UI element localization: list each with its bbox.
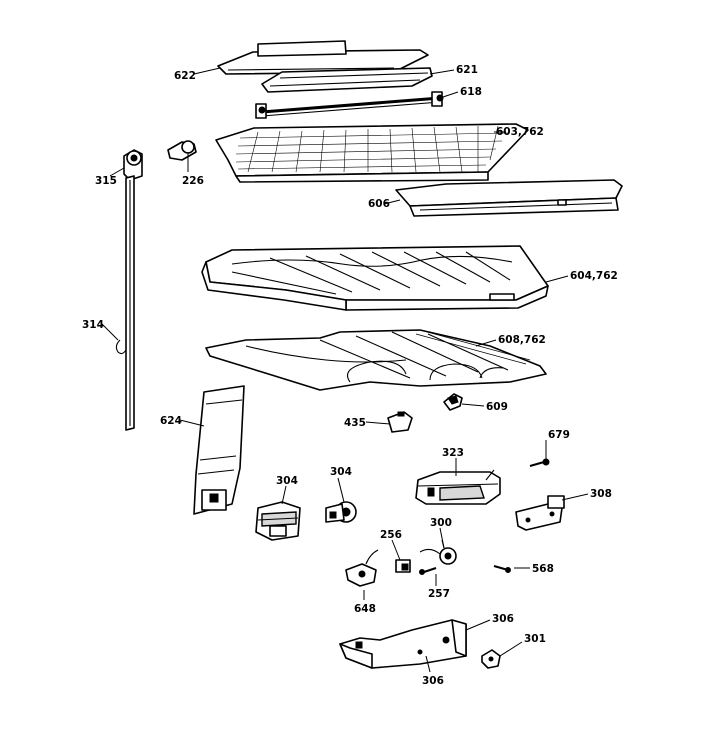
callout-435: 435: [344, 417, 366, 429]
part-257-screw: [419, 567, 437, 575]
part-256-connector: [395, 559, 411, 573]
part-648-capacitor: [345, 549, 379, 587]
part-679-screw: [529, 458, 550, 467]
part-435-clip: [387, 411, 413, 433]
callout-314: 314: [82, 319, 104, 331]
part-226-pin: [167, 140, 197, 161]
part-604-frame: [201, 245, 549, 311]
callout-621: 621: [456, 64, 478, 76]
callout-606: 606: [368, 198, 390, 210]
callout-604-762: 604,762: [570, 270, 618, 282]
part-618-rod: [255, 91, 444, 119]
part-300-thermostat: [419, 539, 457, 565]
callout-256: 256: [380, 529, 402, 541]
callout-624: 624: [160, 415, 182, 427]
callout-323: 323: [442, 447, 464, 459]
part-624-duct: [193, 385, 245, 515]
part-308-bracket: [515, 495, 565, 531]
callout-622: 622: [174, 70, 196, 82]
part-314-rod: [115, 175, 135, 431]
part-609-clip: [443, 393, 463, 411]
callout-609: 609: [486, 401, 508, 413]
callout-618: 618: [460, 86, 482, 98]
part-603-shelf: [215, 123, 529, 183]
part-621-rail: [261, 67, 433, 93]
part-568-screw: [493, 565, 511, 573]
callout-603-762: 603,762: [496, 126, 544, 138]
part-315-hinge: [123, 149, 143, 181]
callout-648: 648: [354, 603, 376, 615]
callout-304-left: 304: [276, 475, 298, 487]
part-304-motor: [325, 501, 357, 523]
part-301-nut: [481, 649, 501, 669]
callout-257: 257: [428, 588, 450, 600]
part-323-control: [415, 469, 501, 505]
callout-315: 315: [95, 175, 117, 187]
callout-679: 679: [548, 429, 570, 441]
callout-304-right: 304: [330, 466, 352, 478]
leader-lines: [101, 67, 589, 673]
part-608-cover: [205, 329, 547, 391]
part-622-cover: [217, 40, 429, 75]
callout-300: 300: [430, 517, 452, 529]
part-306-base: [339, 619, 467, 669]
callout-608-762: 608,762: [498, 334, 546, 346]
callout-568: 568: [532, 563, 554, 575]
part-304-housing: [255, 501, 301, 541]
callout-308: 308: [590, 488, 612, 500]
callout-306-top: 306: [492, 613, 514, 625]
callout-306-bottom: 306: [422, 675, 444, 687]
callout-301: 301: [524, 633, 546, 645]
callout-226: 226: [182, 175, 204, 187]
callout-labels: 622 621 618 603,762 315 226 606 604,762 …: [82, 64, 618, 687]
part-606-trim: [395, 179, 623, 217]
